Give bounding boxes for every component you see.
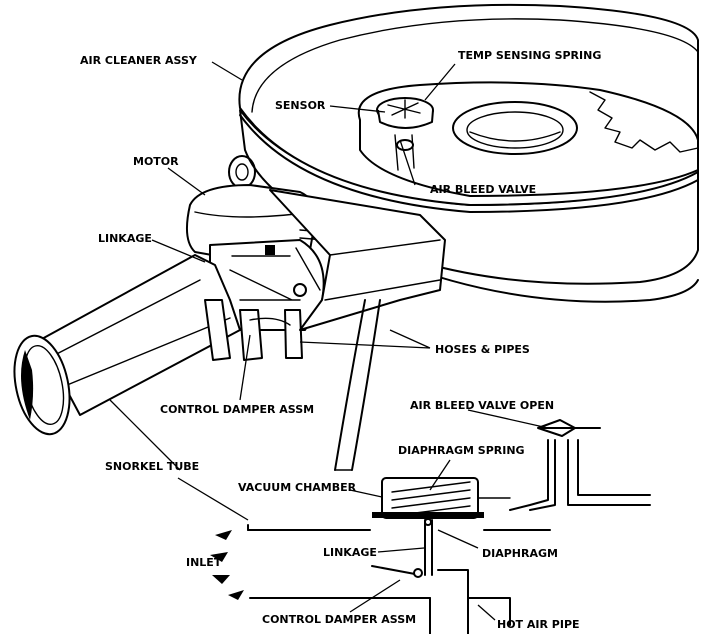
label-control-damper-top: CONTROL DAMPER ASSM — [160, 403, 314, 416]
label-temp-sensing-spring: TEMP SENSING SPRING — [458, 49, 601, 62]
duct-to-canister — [269, 189, 446, 331]
labels: AIR CLEANER ASSY TEMP SENSING SPRING SEN… — [80, 49, 601, 631]
label-vacuum-chamber: VACUUM CHAMBER — [238, 481, 357, 494]
leader-lines — [109, 61, 549, 621]
label-snorkel-tube: SNORKEL TUBE — [105, 460, 199, 473]
label-sensor: SENSOR — [275, 99, 326, 112]
vacuum-hose — [334, 299, 381, 471]
label-linkage-bottom: LINKAGE — [323, 546, 377, 559]
schematic — [210, 419, 651, 635]
label-linkage-top: LINKAGE — [98, 232, 152, 245]
label-inlet: INLET — [186, 556, 222, 569]
label-air-bleed-valve-open: AIR BLEED VALVE OPEN — [410, 399, 554, 412]
air-cleaner-housing — [238, 3, 699, 303]
label-diaphragm: DIAPHRAGM — [482, 547, 558, 560]
label-air-bleed-valve: AIR BLEED VALVE — [430, 183, 536, 196]
label-diaphragm-spring: DIAPHRAGM SPRING — [398, 444, 525, 457]
label-air-cleaner-assy: AIR CLEANER ASSY — [80, 54, 198, 67]
label-control-damper-bottom: CONTROL DAMPER ASSM — [262, 613, 416, 626]
temp-sensor — [376, 97, 434, 171]
label-hot-air-pipe: HOT AIR PIPE — [497, 618, 580, 631]
label-hoses-pipes: HOSES & PIPES — [435, 343, 530, 356]
label-motor: MOTOR — [133, 155, 179, 168]
snorkel-tube-top — [13, 254, 303, 436]
